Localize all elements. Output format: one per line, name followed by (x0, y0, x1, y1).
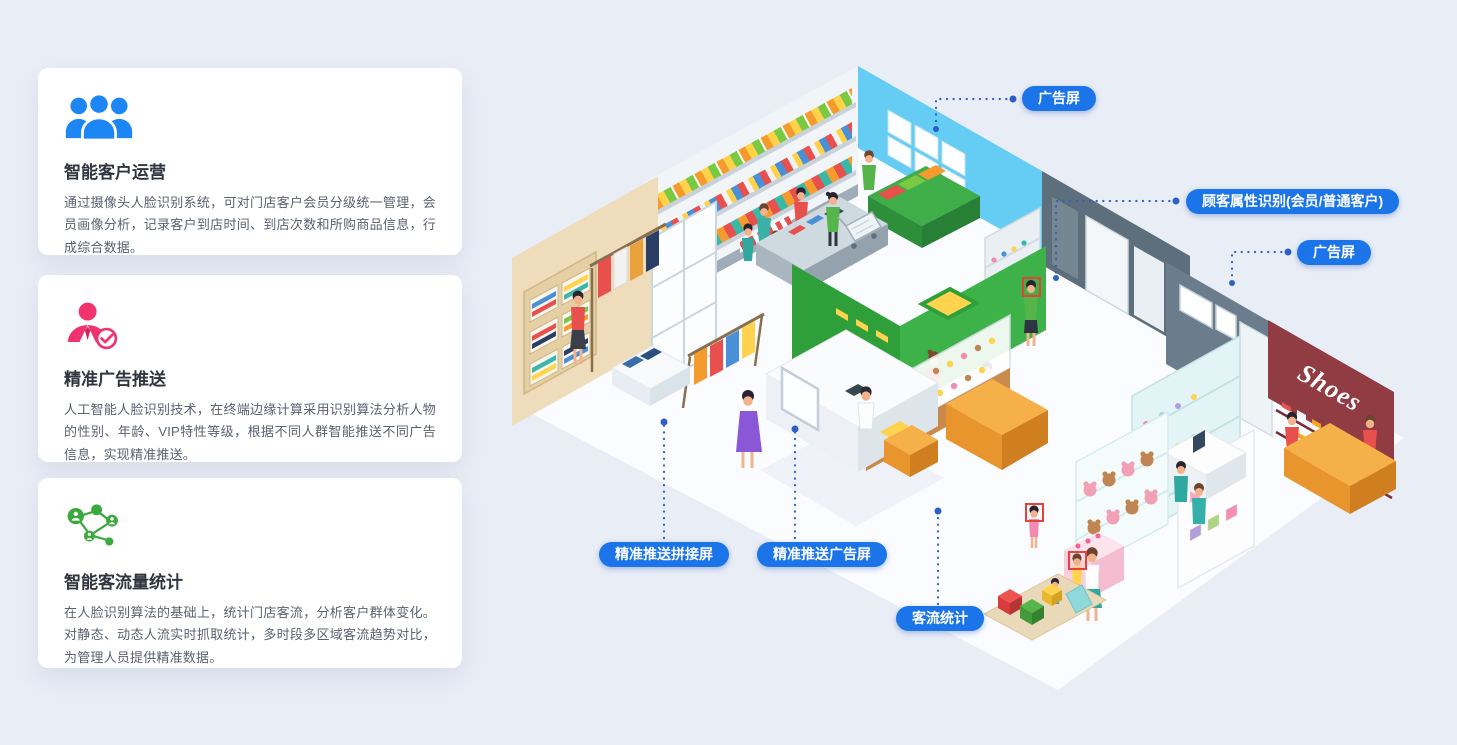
teddy-bears (1083, 451, 1158, 535)
splice-screen-panel (651, 200, 717, 390)
callout-flow-statistics: 客流统计 (896, 606, 984, 631)
card-body: 人工智能人脸识别技术，在终端边缘计算采用识别算法分析人物的性别、年龄、VIP特性… (64, 402, 436, 462)
recognized-kid (1025, 503, 1044, 548)
callout-ad-screen-right: 广告屏 (1297, 240, 1371, 265)
people-group-icon (64, 92, 436, 146)
shopper-with-cart (825, 191, 883, 249)
checkout-counter (764, 329, 940, 477)
clothing-store (512, 176, 765, 426)
people-network-icon (64, 502, 436, 556)
produce-island (862, 150, 980, 248)
person-verified-icon (64, 299, 436, 353)
gray-wall-ad-screens (1166, 262, 1273, 438)
purple-shopper (736, 390, 762, 468)
card-flow-statistics: 智能客流量统计 在人脸识别算法的基础上，统计门店客流，分析客户群体变化。对静态、… (38, 478, 462, 668)
face-recognition-box (1068, 551, 1087, 570)
card-body: 通过摄像头人脸识别系统，可对门店客户会员分级统一管理，会员画像分析，记录客户到店… (64, 195, 436, 255)
card-body: 在人脸识别算法的基础上，统计门店客流，分析客户群体变化。对静态、动态人流实时抓取… (64, 605, 436, 665)
conveyor-checkout (756, 187, 888, 292)
card-title: 智能客流量统计 (64, 573, 183, 592)
push-ad-screen (780, 365, 820, 433)
face-recognition-box (1022, 277, 1041, 297)
card-customer-operation: 智能客户运营 通过摄像头人脸识别系统，可对门店客户会员分级统一管理，会员画像分析… (38, 68, 462, 255)
card-title: 精准广告推送 (64, 370, 166, 389)
callout-push-ad-screen: 精准推送广告屏 (757, 542, 887, 567)
card-title: 智能客户运营 (64, 163, 166, 182)
callout-splice-screen: 精准推送拼接屏 (599, 542, 729, 567)
recognized-shopper (1022, 277, 1041, 346)
toy-store (982, 334, 1255, 641)
shoe-store: Shoes (1268, 320, 1396, 514)
card-ad-push: 精准广告推送 人工智能人脸识别技术，在终端边缘计算采用识别算法分析人物的性别、年… (38, 275, 462, 462)
face-recognition-box (1025, 503, 1044, 522)
callout-customer-attribute: 顾客属性识别(会员/普通客户) (1186, 189, 1400, 214)
callout-ad-screen-top: 广告屏 (1022, 86, 1096, 111)
